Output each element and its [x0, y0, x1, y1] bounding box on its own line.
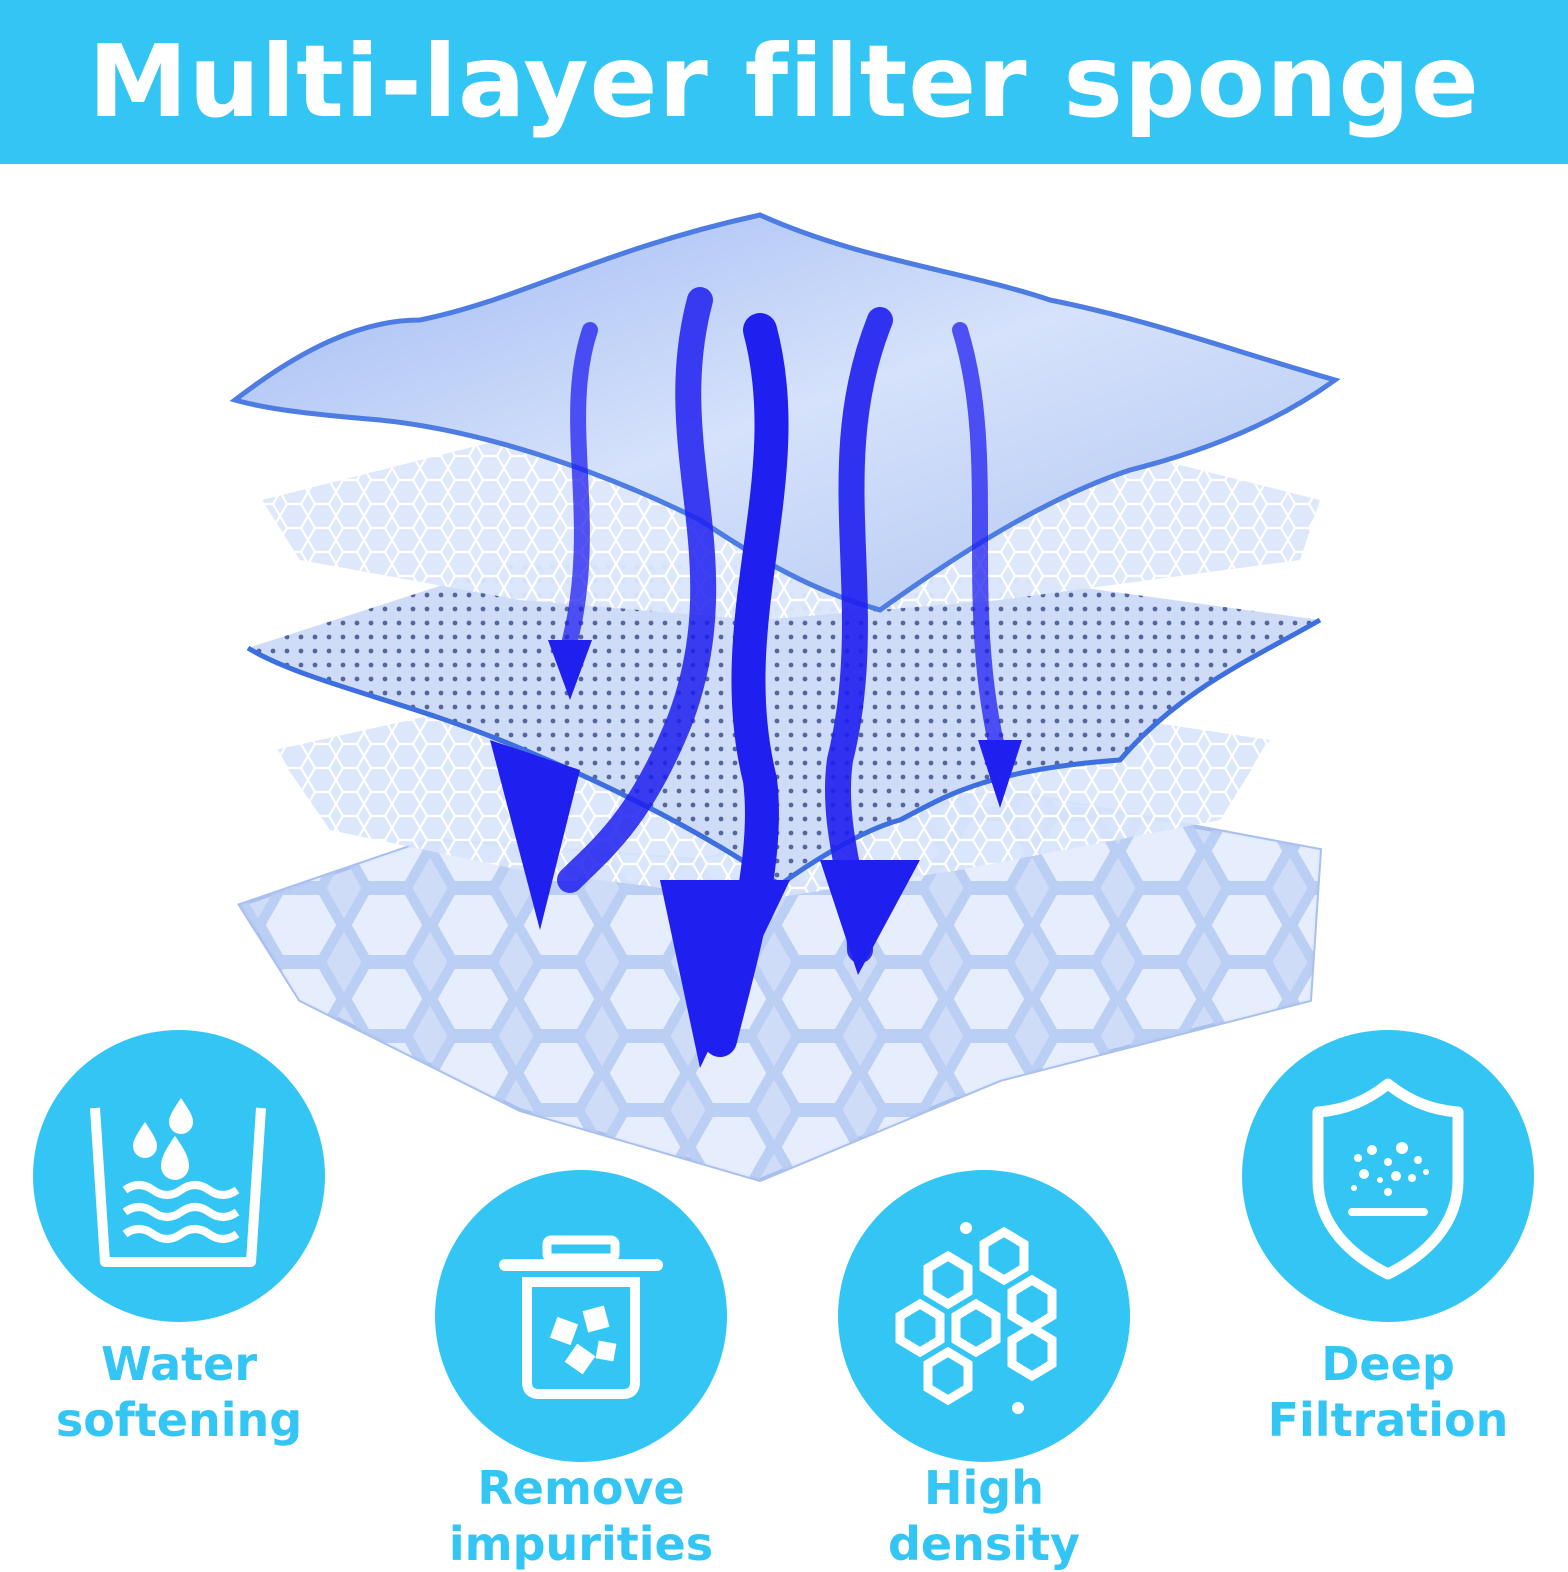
title-banner: Multi-layer filter sponge — [0, 0, 1568, 164]
feature-label: Remove impurities — [448, 1461, 714, 1571]
feature-label: Deep Filtration — [1267, 1337, 1509, 1447]
water-beaker-icon — [90, 1098, 266, 1267]
page-title: Multi-layer filter sponge — [88, 23, 1480, 140]
trash-bin-icon — [499, 1235, 663, 1399]
honeycomb-icon — [895, 1222, 1057, 1414]
dotted-layer — [246, 560, 1322, 889]
filter-layers-illustration — [229, 212, 1341, 1183]
feature-circle — [1242, 1030, 1534, 1322]
feature-label: High density — [888, 1461, 1080, 1571]
feature-circle — [435, 1170, 727, 1462]
feature-label: Water softening — [55, 1337, 303, 1447]
feature-circle — [838, 1170, 1130, 1462]
honeycomb-layer — [236, 787, 1323, 1183]
arrow-heads — [490, 640, 1022, 1068]
feature-circle — [33, 1030, 325, 1322]
shield-icon — [1312, 1078, 1464, 1280]
